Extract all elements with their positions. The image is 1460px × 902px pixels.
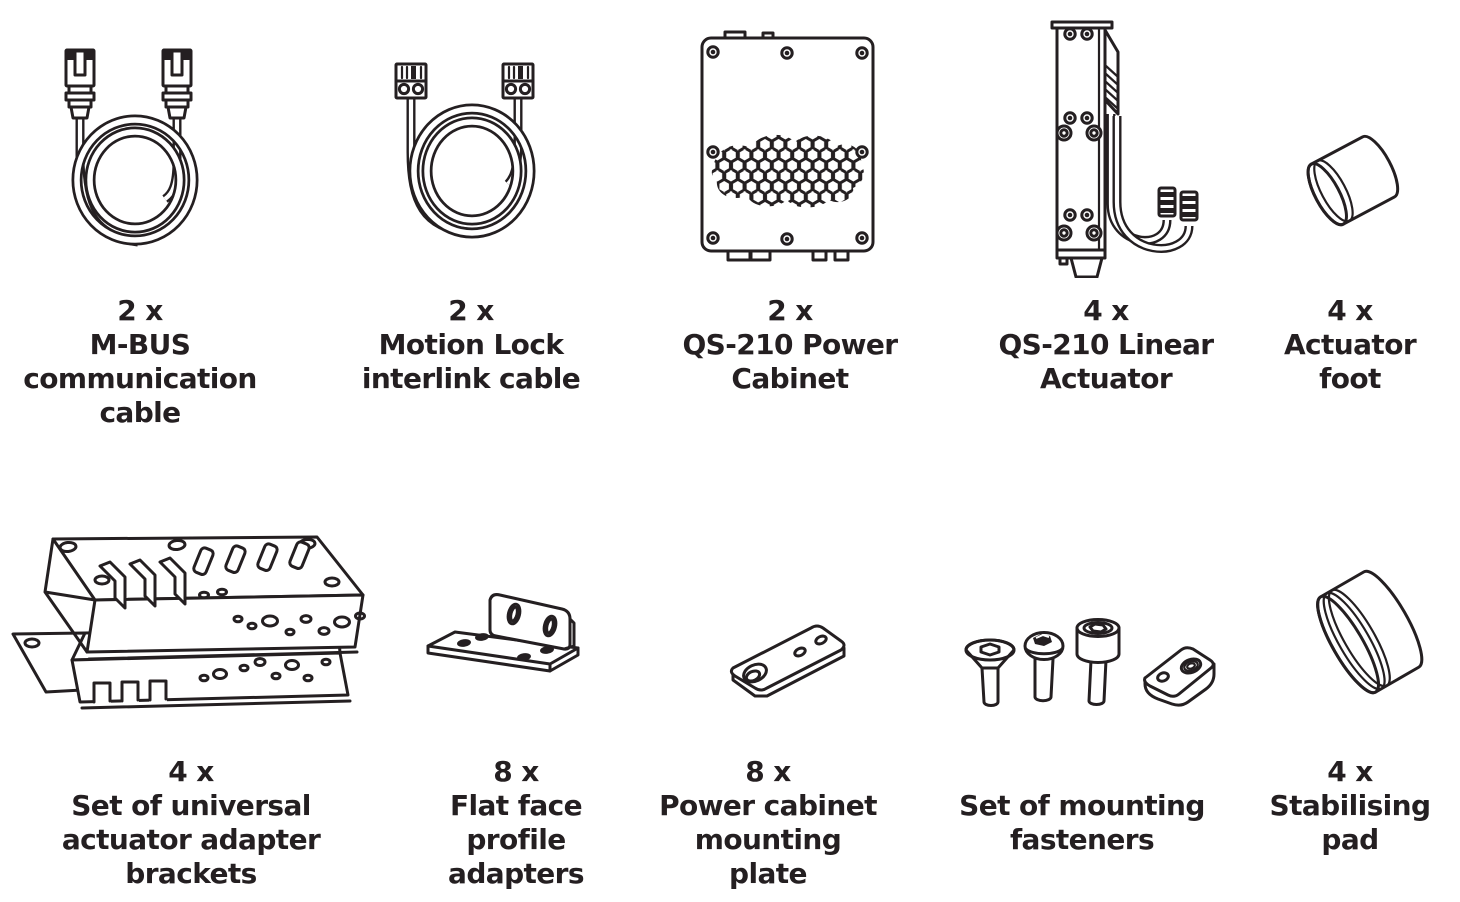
item-name-line: profile: [466, 823, 566, 856]
mbus-cable-figure: [64, 48, 199, 247]
item-name-line: actuator adapter: [61, 823, 321, 856]
item-name-line: fasteners: [1009, 823, 1155, 856]
lower-notches: [92, 679, 168, 704]
item-name-line: Flat face: [449, 789, 583, 822]
label-mbus-cable: 2 x M-BUS communication cable: [0, 294, 285, 430]
item-name-line: communication: [23, 362, 257, 395]
rj45-connector-icon: [161, 48, 193, 120]
chevron-tabs: [98, 556, 187, 610]
lower-holes: [198, 657, 332, 683]
label-linear-actuator: 4 x QS-210 Linear Actuator: [966, 294, 1246, 396]
item-name-line: Stabilising: [1269, 789, 1432, 822]
upper-top-holes: [58, 537, 341, 600]
vent-honeycomb: [711, 134, 864, 208]
item-qty: [932, 755, 1232, 789]
actuator-foot-figure: [1306, 134, 1400, 227]
mounting-plate-figure: [729, 624, 846, 698]
adapter-brackets-figure: [11, 535, 366, 710]
label-flat-face-adapters: 8 x Flat face profile adapters: [376, 755, 656, 891]
cable-coil: [406, 98, 536, 239]
label-mounting-plate: 8 x Power cabinet mounting plate: [628, 755, 908, 891]
adapter-upright: [488, 593, 576, 651]
item-qty: 2 x: [448, 294, 494, 327]
label-mounting-fasteners: Set of mounting fasteners: [932, 755, 1232, 857]
item-name-line: Actuator: [1283, 328, 1417, 361]
item-name-line: adapters: [448, 857, 585, 890]
foot-cylinder: [1306, 134, 1400, 227]
pad-disc: [1316, 569, 1424, 695]
linear-actuator-figure: [1050, 20, 1199, 278]
item-qty: 4 x: [168, 755, 214, 788]
item-qty: 4 x: [1083, 294, 1129, 327]
stabilising-pad-figure: [1316, 569, 1424, 695]
button-head-screw: [1023, 631, 1065, 703]
item-name-line: plate: [729, 857, 808, 890]
item-name-line: QS-210 Power: [682, 328, 898, 361]
item-name-line: interlink cable: [361, 362, 581, 395]
upright-slots: [506, 602, 558, 638]
item-name-line: Power cabinet: [659, 789, 877, 822]
item-name-line: pad: [1321, 823, 1379, 856]
cable-coil: [71, 114, 199, 247]
interlink-connector-icon: [394, 62, 428, 100]
item-qty: 4 x: [1327, 294, 1373, 327]
label-actuator-foot: 4 x Actuator foot: [1228, 294, 1460, 396]
item-name-line: Cabinet: [731, 362, 849, 395]
item-name-line: cable: [99, 396, 181, 429]
fasteners-figure: [964, 618, 1216, 707]
item-name-line: brackets: [125, 857, 257, 890]
actuator-plug-icon: [1157, 186, 1177, 218]
item-qty: 2 x: [767, 294, 813, 327]
item-name-line: QS-210 Linear: [998, 328, 1214, 361]
motion-lock-cable-figure: [394, 62, 536, 239]
item-name-line: M-BUS: [89, 328, 191, 361]
rj45-connector-icon: [64, 48, 96, 120]
label-motion-lock-cable: 2 x Motion Lock interlink cable: [331, 294, 611, 396]
label-stabilising-pad: 4 x Stabilising pad: [1230, 755, 1460, 857]
actuator-plug-icon: [1179, 190, 1199, 222]
upper-bracket: [43, 535, 366, 661]
plate-holes: [742, 634, 828, 684]
item-name-line: foot: [1319, 362, 1381, 395]
label-adapter-brackets: 4 x Set of universal actuator adapter br…: [31, 755, 351, 891]
item-name-line: mounting: [694, 823, 842, 856]
item-qty: 8 x: [745, 755, 791, 788]
label-power-cabinet: 2 x QS-210 Power Cabinet: [650, 294, 930, 396]
item-name-line: Set of universal: [71, 789, 311, 822]
socket-cap-screw: [1075, 618, 1121, 706]
countersunk-screw: [964, 638, 1016, 707]
item-name-line: Set of mounting: [959, 789, 1205, 822]
upper-slots: [192, 540, 311, 576]
plate-thickness: [731, 646, 846, 698]
upper-web-holes: [232, 611, 366, 637]
item-qty: 4 x: [1327, 755, 1373, 788]
power-cabinet-figure: [700, 30, 875, 262]
interlink-connector-icon: [501, 62, 535, 100]
adapter-base: [426, 630, 580, 673]
flat-face-adapter-figure: [426, 593, 580, 673]
actuator-cables: [1106, 114, 1194, 253]
t-slot-nut: [1143, 646, 1216, 707]
item-qty: 8 x: [493, 755, 539, 788]
item-name-line: Motion Lock: [378, 328, 564, 361]
item-name-line: Actuator: [1039, 362, 1173, 395]
item-qty: 2 x: [117, 294, 163, 327]
